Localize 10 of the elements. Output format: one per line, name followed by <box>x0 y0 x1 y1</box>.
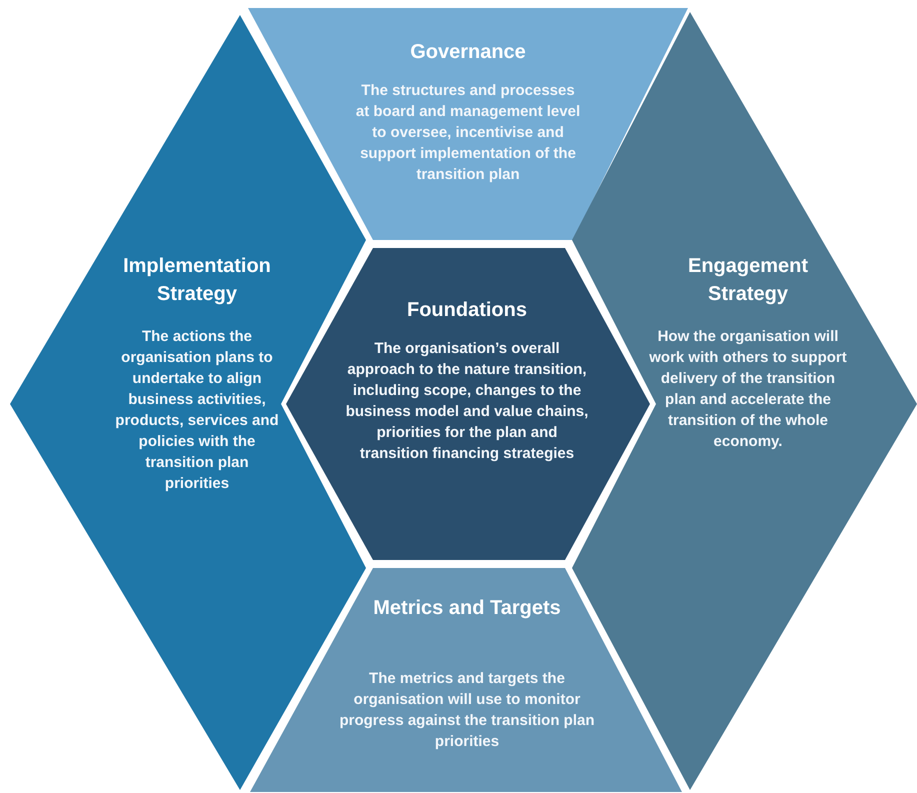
segment-heading: Implementation Strategy <box>122 254 272 307</box>
segment-heading: Governance <box>409 40 527 65</box>
segment-description: The metrics and targets the organisation will use to monitor progress against the transition plan priorities <box>338 669 596 752</box>
segment-heading: Foundations <box>406 298 528 323</box>
segment-description: The actions the organisation plans to undertake to align business activities, products, services and policies with the transition plan priorities <box>114 327 280 494</box>
segment-description: The structures and processes at board and management level to oversee, incentivise and support implementation of the transition plan <box>354 81 582 185</box>
segment-description: The organisation’s overall approach to the nature transition, including scope, changes to the business model and value chains, priorities for the plan and transition financing strategies <box>344 339 590 464</box>
segment-heading: Metrics and Targets <box>372 596 562 621</box>
segment-heading: Engagement Strategy <box>686 254 810 307</box>
segment-description: How the organisation will work with others to support delivery of the transition plan and accelerate the transition of the whole economy. <box>648 327 848 452</box>
